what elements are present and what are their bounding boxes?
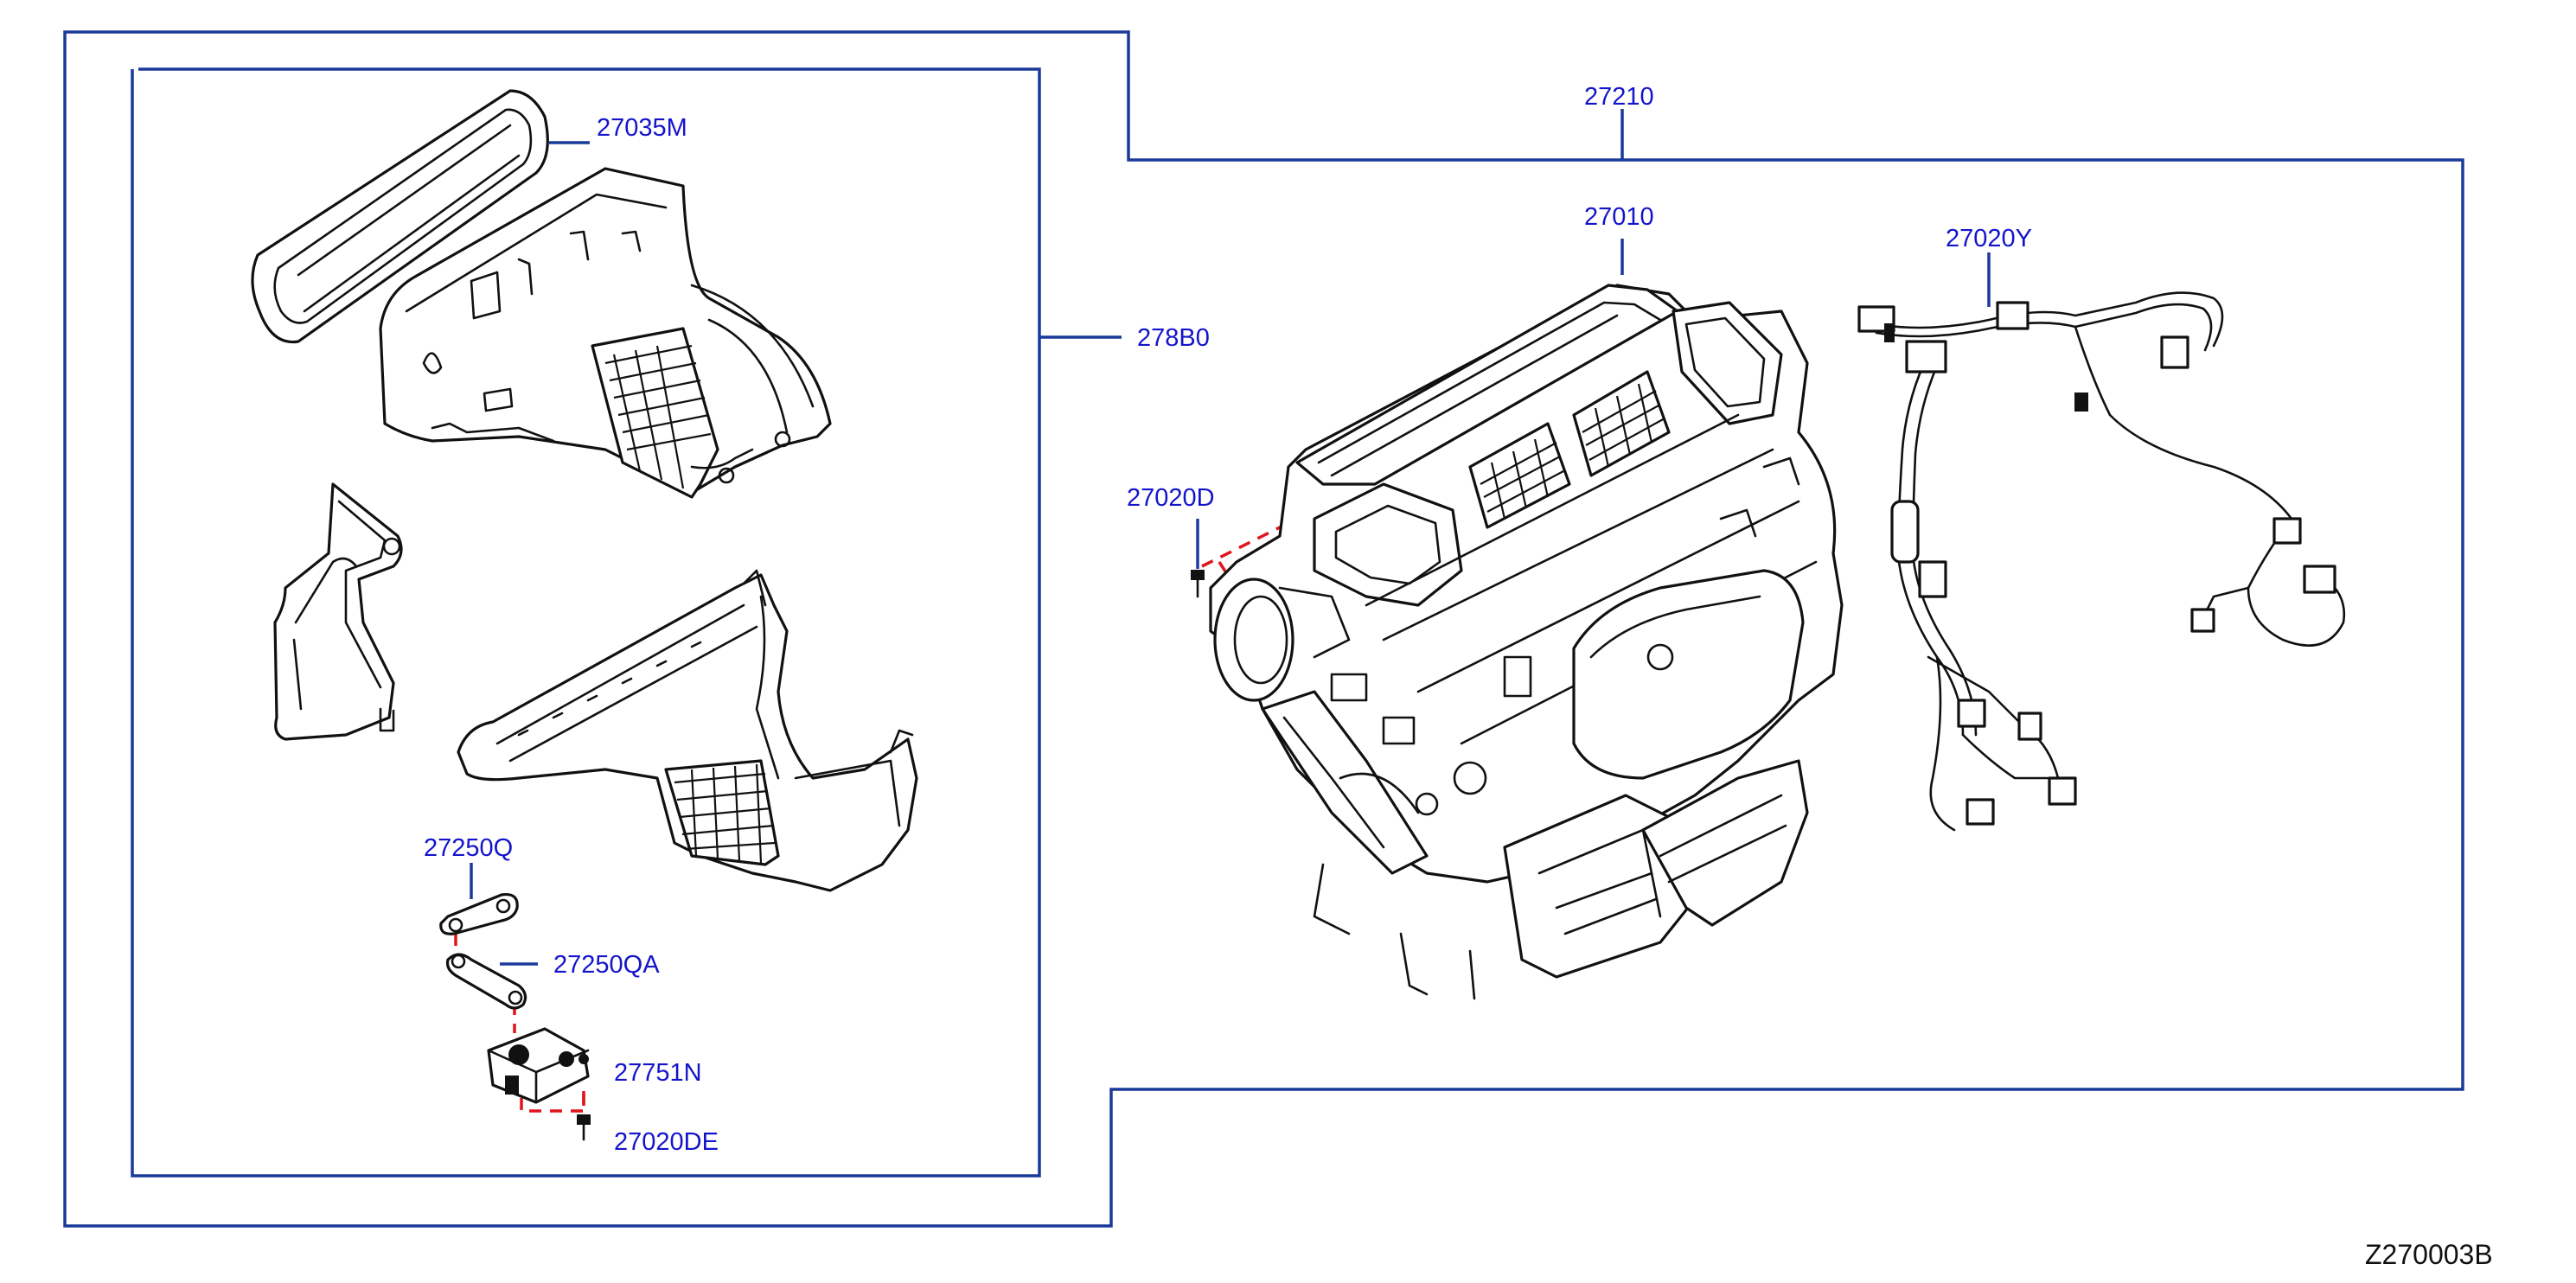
housing-grille-1 [604,344,712,489]
screw-27020DE [577,1114,591,1141]
housing-grille-2 [674,763,776,864]
callout-27010[interactable]: 27010 [1584,203,1654,231]
harness-27020Y-part [1857,291,2346,832]
figure-id: Z270003B [2365,1239,2493,1270]
callout-27020DE[interactable]: 27020DE [614,1128,719,1156]
lever-27250QA-part [445,953,527,1010]
assembly-27210-frame [63,30,2464,1228]
lower-housing-part [457,569,918,892]
leader-lines [470,109,1991,966]
heater-grille-left [1468,422,1571,529]
heater-unit-27010-part [1209,284,1844,1000]
callout-27250QA[interactable]: 27250QA [553,951,660,979]
screw-27020D [1191,570,1205,598]
side-duct-part [273,482,403,741]
upper-housing-part [379,167,832,499]
rod-27250Q-part [439,892,519,935]
callout-27020D[interactable]: 27020D [1127,484,1215,512]
filter-frame-part [251,89,549,344]
callout-27250Q[interactable]: 27250Q [424,834,513,862]
callout-278B0[interactable]: 278B0 [1137,324,1210,352]
callout-27035M[interactable]: 27035M [597,114,687,142]
callout-27020Y[interactable]: 27020Y [1946,225,2032,252]
actuator-27751N-part [487,1027,590,1104]
assembly-278B0-frame [131,67,1041,1178]
callout-27751N[interactable]: 27751N [614,1059,702,1087]
callout-27210[interactable]: 27210 [1584,83,1654,111]
heater-grille-right [1572,370,1671,477]
